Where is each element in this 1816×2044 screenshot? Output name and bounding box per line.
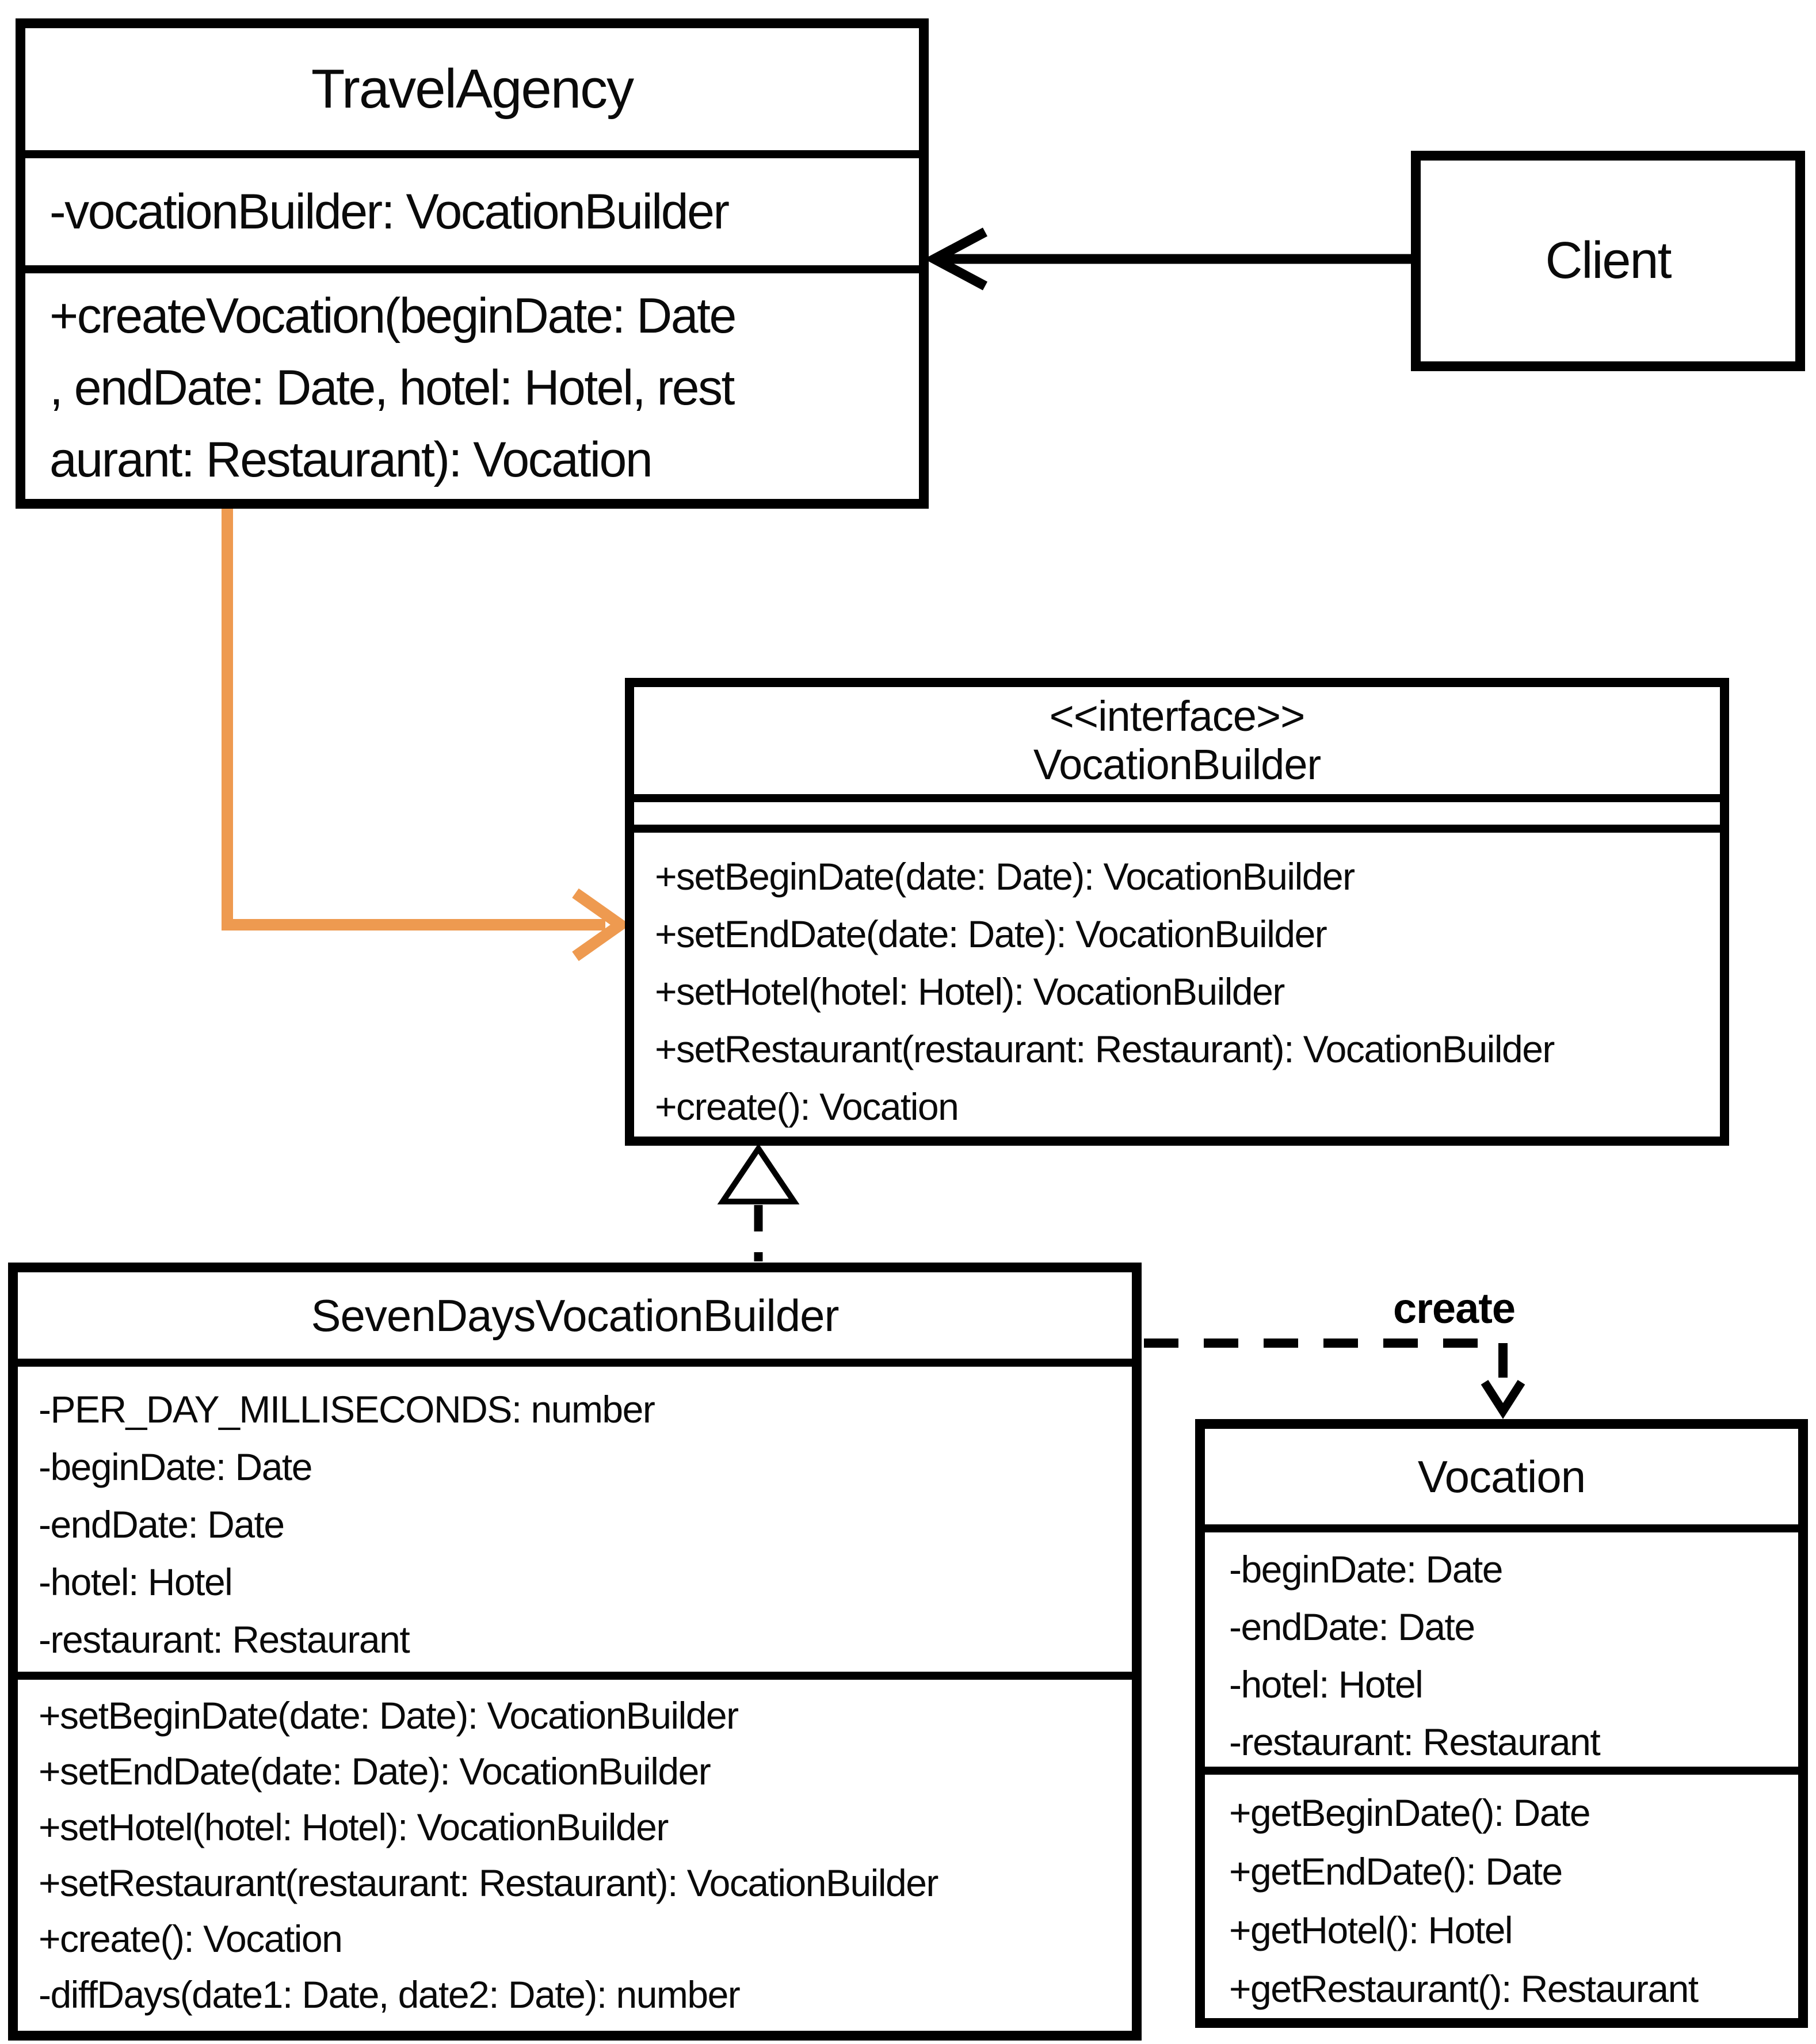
method-line: +setHotel(hotel: Hotel): VocationBuilder	[655, 970, 1285, 1013]
methods-compartment: +setBeginDate(date: Date): VocationBuild…	[18, 1680, 1132, 2031]
compartment-divider	[1205, 1524, 1798, 1532]
attribute-line: -beginDate: Date	[1229, 1548, 1503, 1591]
attribute-line: -restaurant: Restaurant	[39, 1618, 410, 1661]
arrowhead-right-orange-icon	[572, 888, 631, 962]
attributes-compartment: -PER_DAY_MILLISECONDS: number -beginDate:…	[18, 1367, 1132, 1685]
interface-title-vocationbuilder: VocationBuilder	[1033, 741, 1321, 788]
realization-sevendays-to-vocationbuilder	[717, 1143, 800, 1261]
class-box-client: Client	[1411, 151, 1805, 371]
method-line: , endDate: Date, hotel: Hotel, rest	[49, 360, 735, 415]
method-line: +setBeginDate(date: Date): VocationBuild…	[39, 1694, 739, 1737]
method-line: +setEndDate(date: Date): VocationBuilder	[655, 913, 1327, 955]
compartment-divider	[25, 265, 919, 273]
method-line: +getBeginDate(): Date	[1229, 1791, 1591, 1834]
attribute-line: -vocationBuilder: VocationBuilder	[49, 184, 730, 239]
compartment-divider	[25, 150, 919, 158]
class-title-vocation: Vocation	[1417, 1451, 1586, 1502]
method-line: aurant: Restaurant): Vocation	[49, 432, 653, 487]
class-box-vocation: Vocation -beginDate: Date-endDate: Date-…	[1195, 1419, 1808, 2028]
attribute-line: -PER_DAY_MILLISECONDS: number	[39, 1388, 655, 1431]
methods-compartment: +setBeginDate(date: Date): VocationBuild…	[634, 833, 1720, 1137]
hollow-triangle-icon	[717, 1143, 800, 1204]
method-line: -diffDays(date1: Date, date2: Date): num…	[39, 1973, 741, 2016]
class-title-travelagency: TravelAgency	[311, 58, 634, 120]
method-line: +getEndDate(): Date	[1229, 1850, 1563, 1893]
compartment-divider	[1205, 1767, 1798, 1775]
class-title-client: Client	[1545, 232, 1672, 289]
compartment-divider	[18, 1672, 1132, 1680]
class-box-travelagency: TravelAgency -vocationBuilder: VocationB…	[16, 18, 929, 509]
arrowhead-left-icon	[924, 227, 988, 291]
dependency-create-label: create	[1392, 1284, 1516, 1332]
arrowhead-down-icon	[1481, 1379, 1525, 1419]
attribute-line: -endDate: Date	[39, 1503, 285, 1546]
compartment-divider	[634, 825, 1720, 833]
interface-stereotype: <<interface>>	[1049, 692, 1306, 740]
method-line: +setRestaurant(restaurant: Restaurant): …	[39, 1862, 938, 1904]
association-travelagency-to-vocationbuilder	[222, 508, 631, 962]
attribute-line: -restaurant: Restaurant	[1229, 1721, 1601, 1763]
methods-compartment: +getBeginDate(): Date +getEndDate(): Date…	[1205, 1775, 1798, 2018]
method-line: +createVocation(beginDate: Date	[49, 288, 737, 344]
method-line: +setBeginDate(date: Date): VocationBuild…	[655, 855, 1355, 898]
method-line: +getHotel(): Hotel	[1229, 1909, 1513, 1951]
dependency-sevendays-create-vocation	[1144, 1338, 1525, 1419]
method-line: +getRestaurant(): Restaurant	[1229, 1967, 1699, 2010]
association-client-to-travelagency	[924, 227, 1411, 291]
attributes-compartment: -beginDate: Date -endDate: Date -hotel: Ho…	[1205, 1532, 1798, 1775]
class-title-sevendaysvocationbuilder: SevenDaysVocationBuilder	[311, 1290, 840, 1341]
compartment-divider	[634, 794, 1720, 802]
empty-attributes-compartment	[634, 802, 1720, 825]
method-line: +create(): Vocation	[655, 1085, 959, 1128]
method-line: +create(): Vocation	[39, 1917, 343, 1960]
attribute-line: -hotel: Hotel	[1229, 1663, 1424, 1706]
attribute-line: -hotel: Hotel	[39, 1561, 233, 1603]
interface-box-vocationbuilder: <<interface>> VocationBuilder +setBeginD…	[625, 678, 1729, 1146]
compartment-divider	[18, 1359, 1132, 1367]
attribute-line: -endDate: Date	[1229, 1606, 1475, 1648]
class-box-sevendaysvocationbuilder: SevenDaysVocationBuilder -PER_DAY_MILLIS…	[8, 1263, 1142, 2041]
method-line: +setHotel(hotel: Hotel): VocationBuilder	[39, 1806, 669, 1848]
methods-compartment: +createVocation(beginDate: Date , endDat…	[25, 273, 919, 499]
method-line: +setEndDate(date: Date): VocationBuilder	[39, 1750, 711, 1793]
method-line: +setRestaurant(restaurant: Restaurant): …	[655, 1028, 1555, 1070]
attribute-line: -beginDate: Date	[39, 1446, 312, 1488]
